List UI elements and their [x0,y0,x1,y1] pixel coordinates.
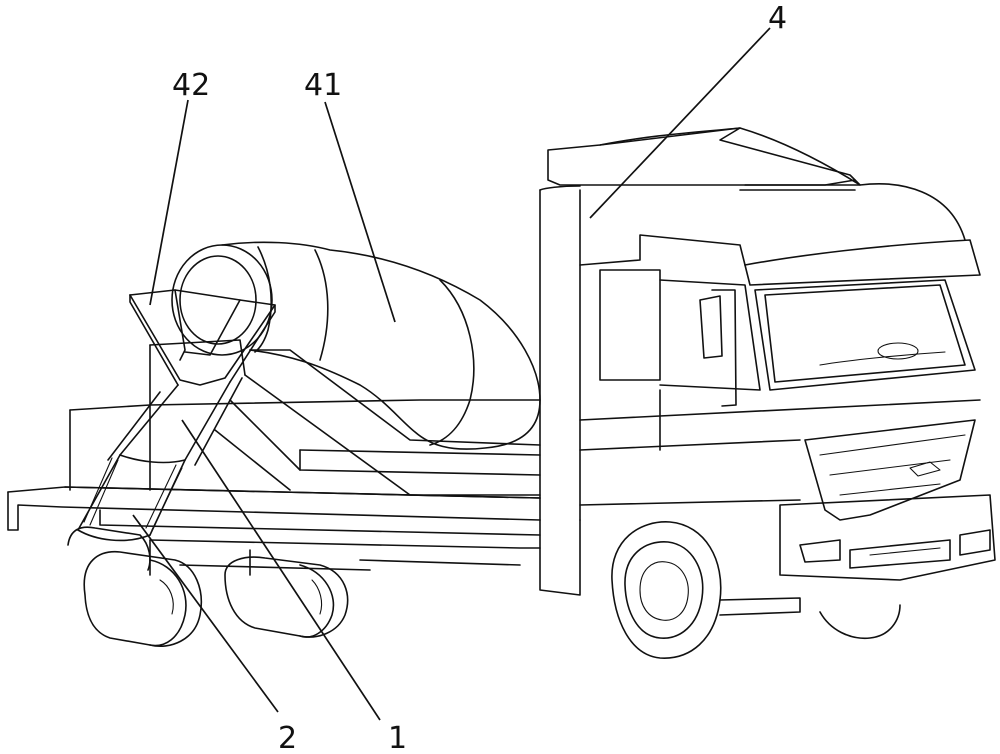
leader-1 [181,419,381,721]
callout-labels: 4 41 42 2 1 [172,1,787,754]
callout-4: 4 [768,1,787,36]
callout-2: 2 [278,721,297,754]
callout-42: 42 [172,68,210,103]
discharge-arm [67,377,243,571]
rear-wheels [83,550,349,647]
leader-42 [149,99,189,306]
callout-1: 1 [388,721,407,754]
leader-4 [589,27,771,219]
subframe [69,339,541,496]
feed-hopper [129,289,276,386]
leader-lines [132,27,771,721]
chassis-frame [7,486,541,576]
front-wheel [611,521,901,659]
callout-41: 41 [304,68,342,103]
truck-cab [539,127,981,596]
leader-2 [132,514,279,713]
leader-41 [324,101,396,323]
front-grille [719,419,996,616]
mixer-drum [171,241,541,450]
